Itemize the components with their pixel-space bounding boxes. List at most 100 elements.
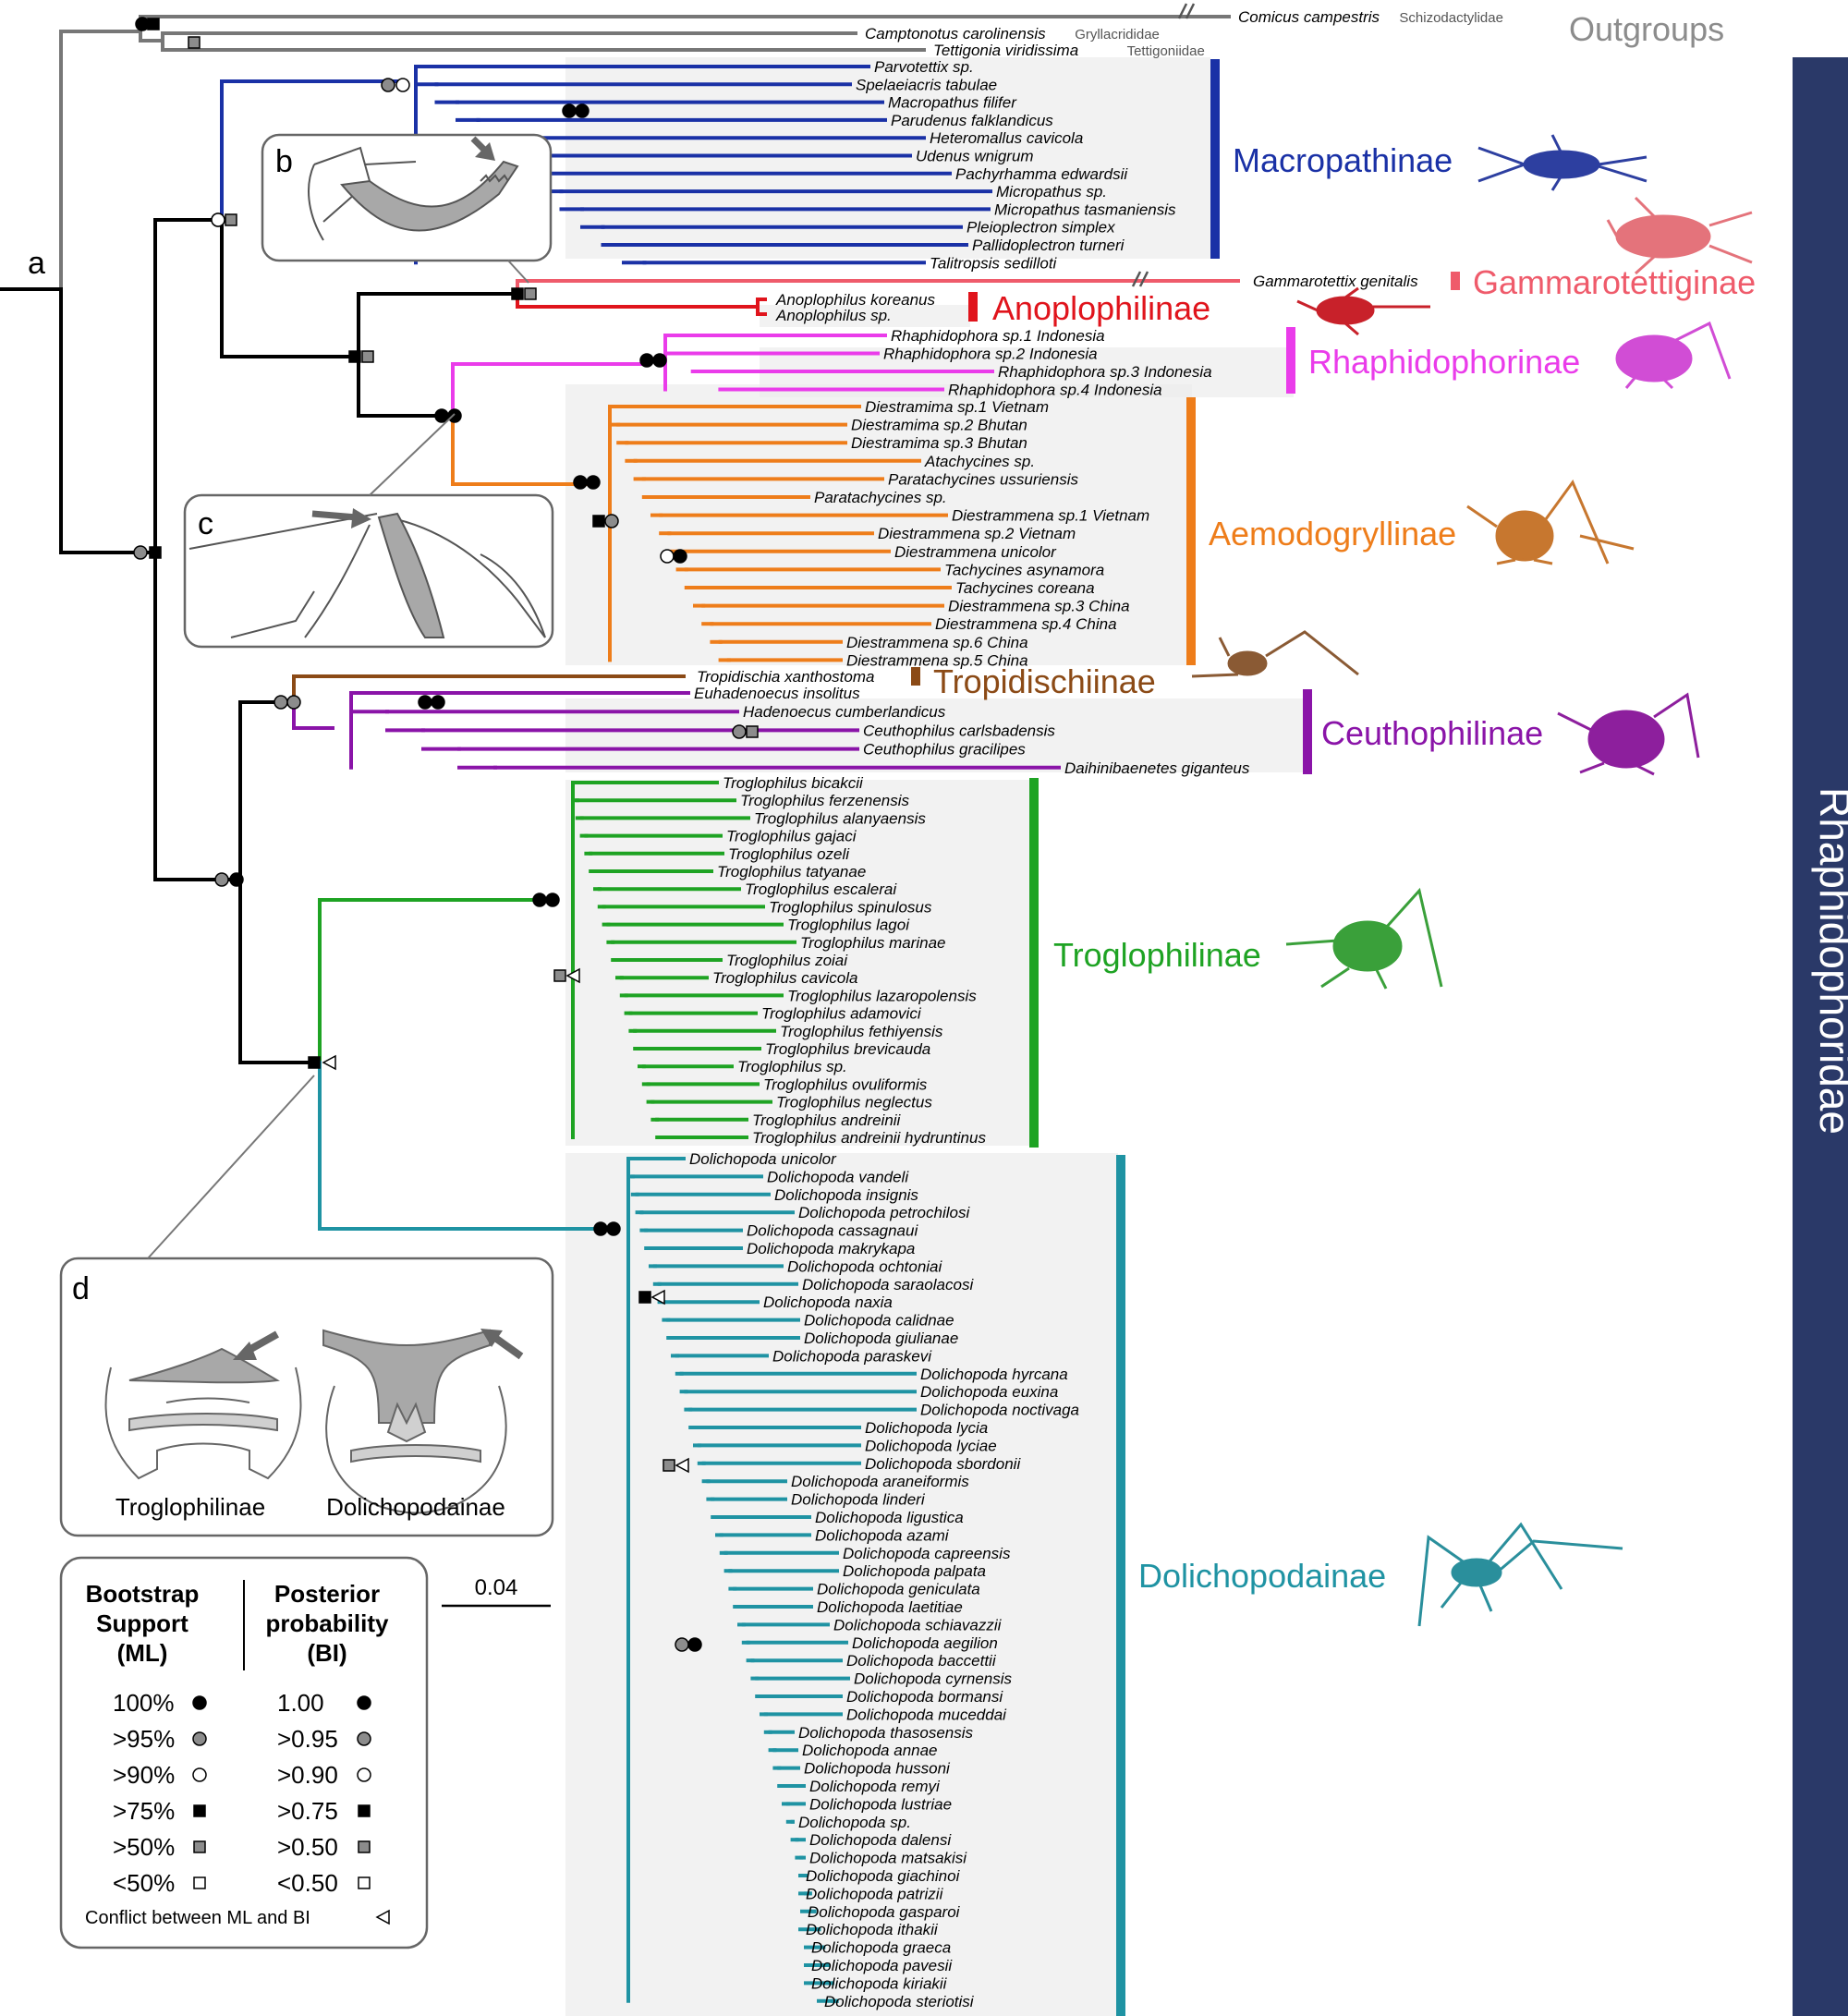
tip-label: Diestrammena sp.2 Vietnam (878, 525, 1076, 542)
tip-label: Euhadenoecus insolitus (694, 685, 860, 702)
troglophilinae-sternum-drawing (104, 1347, 302, 1480)
support-symbol (381, 78, 395, 92)
inset-b: b (261, 133, 553, 284)
legend-ml-heading-1: Bootstrap (86, 1580, 200, 1608)
tip-label: Micropathus sp. (996, 183, 1107, 200)
subfamily-bar (1186, 397, 1196, 665)
subfamily-label: Ceuthophilinae (1321, 714, 1543, 752)
legend-symbol-icon (358, 1876, 371, 1889)
legend-ml-value: >50% (113, 1833, 175, 1861)
tip-label: Dolichopoda cassagnaui (747, 1222, 918, 1240)
tip-label: Heteromallus cavicola (930, 129, 1083, 147)
tip-label: Troglophilus adamovici (761, 1005, 922, 1023)
tip-label: Dolichopoda graeca (811, 1939, 951, 1957)
tip-label: Dolichopoda hyrcana (920, 1366, 1068, 1383)
support-symbol (322, 1055, 336, 1070)
tip-label: Diestrammena sp.4 China (935, 615, 1117, 633)
legend-ml-value: >90% (113, 1761, 175, 1789)
support-symbol (214, 872, 229, 887)
tip-label: Dolichopoda hussoni (804, 1760, 951, 1778)
tip-label: Troglophilus neglectus (776, 1094, 932, 1111)
outgroup-tip-label: Tettigonia viridissima (933, 42, 1078, 59)
support-symbol (286, 695, 301, 710)
support-symbol (147, 18, 160, 30)
subfamily-bar (1116, 1155, 1125, 2016)
tip-label: Dolichopoda linderi (791, 1491, 926, 1509)
tip-label: Rhaphidophora sp.4 Indonesia (948, 382, 1162, 399)
tip-label: Dolichopoda gasparoi (808, 1903, 961, 1921)
legend-symbol-icon (193, 1840, 206, 1853)
ovipositor-drawing (308, 146, 519, 241)
support-symbol (586, 475, 601, 490)
tip-label: Pallidoplectron turneri (972, 237, 1125, 254)
support-symbol (746, 725, 759, 738)
subfamily-bar (968, 292, 978, 322)
support-symbol (431, 695, 445, 710)
tip-label: Tropidischia xanthostoma (697, 668, 874, 686)
tip-label: Hadenoecus cumberlandicus (743, 703, 946, 721)
arrow-head-icon (475, 142, 495, 161)
outgroups-label: Outgroups (1569, 10, 1724, 48)
legend-ml-value: <50% (113, 1869, 175, 1897)
tip-label: Dolichopoda palpata (843, 1562, 986, 1580)
tip-label: Tachycines coreana (955, 579, 1095, 597)
tip-label: Paratachycines sp. (814, 489, 947, 506)
tip-label: Dolichopoda makrykapa (747, 1240, 915, 1257)
support-symbol (675, 1637, 689, 1652)
support-symbol (524, 287, 537, 300)
tip-label: Atachycines sp. (924, 453, 1035, 470)
support-symbol (133, 545, 148, 560)
tip-label: Paratachycines ussuriensis (888, 470, 1078, 488)
support-symbol (149, 546, 162, 559)
tip-label: Dolichopoda ochtoniai (787, 1257, 943, 1275)
tip-label: Dolichopoda noctivaga (920, 1402, 1079, 1419)
support-symbol (532, 893, 547, 907)
support-symbol (652, 353, 667, 368)
tip-label: Spelaeiacris tabulae (856, 76, 997, 93)
tip-label: Troglophilus spinulosus (769, 898, 932, 916)
tip-label: Dolichopoda sbordonii (865, 1455, 1021, 1473)
support-symbol (211, 213, 225, 227)
tip-label: Dolichopoda calidnae (804, 1312, 954, 1330)
troglophilinae-silhouette (1285, 887, 1443, 990)
subfamily-label: Troglophilinae (1053, 936, 1261, 974)
subfamily-bar (1029, 778, 1039, 1148)
subfamily-bar (911, 667, 920, 686)
arrow-head-icon (351, 508, 371, 528)
subfamily-label: Aemodogryllinae (1209, 515, 1456, 553)
support-symbol (673, 549, 687, 564)
tip-label: Diestrammena unicolor (894, 543, 1057, 561)
legend-bi-value: >0.90 (277, 1761, 338, 1789)
inset-d: d Troglophilinae Dolichopodainae (59, 1075, 554, 1537)
inset-d-right-caption: Dolichopodainae (326, 1493, 505, 1521)
tip-label: Dolichopoda aegilion (852, 1634, 998, 1652)
legend-symbol-icon (357, 1767, 371, 1782)
rhaphidophorinae-silhouette (1615, 321, 1732, 390)
legend-bi-value: <0.50 (277, 1869, 338, 1897)
legend-symbol-icon (358, 1840, 371, 1853)
arrow-head-icon (480, 1329, 503, 1347)
support-symbol (687, 1637, 702, 1652)
support-symbol (562, 103, 577, 118)
support-symbol (575, 103, 590, 118)
subfamily-bar (1210, 59, 1220, 259)
aemodogryllinae-silhouette (1466, 479, 1635, 565)
subfamily-label: Rhaphidophorinae (1308, 343, 1580, 381)
ceuthophilinae-silhouette (1557, 692, 1700, 776)
tip-label: Parvotettix sp. (874, 58, 974, 76)
antenna-base-drawing (188, 512, 546, 638)
tip-label: Troglophilus lagoi (787, 917, 910, 934)
branch-break-marks (1131, 3, 1196, 287)
outgroup-family-label: Tettigoniidae (1127, 43, 1205, 59)
outgroup-tip-label: Comicus campestris (1238, 8, 1380, 26)
tip-label: Dolichopoda euxina (920, 1383, 1058, 1401)
tip-label: Rhaphidophora sp.3 Indonesia (998, 363, 1212, 381)
tip-label: Udenus wnigrum (916, 148, 1034, 165)
tip-label: Dolichopoda araneiformis (791, 1473, 969, 1490)
tip-label: Troglophilus andreinii hydruntinus (752, 1129, 986, 1147)
tip-label: Rhaphidophora sp.2 Indonesia (883, 346, 1098, 363)
tip-label: Troglophilus ovuliformis (763, 1075, 928, 1093)
tip-label: Troglophilus fethiyensis (780, 1023, 943, 1040)
tip-label: Micropathus tasmaniensis (994, 200, 1176, 218)
legend-ml-heading-3: (ML) (117, 1639, 168, 1667)
